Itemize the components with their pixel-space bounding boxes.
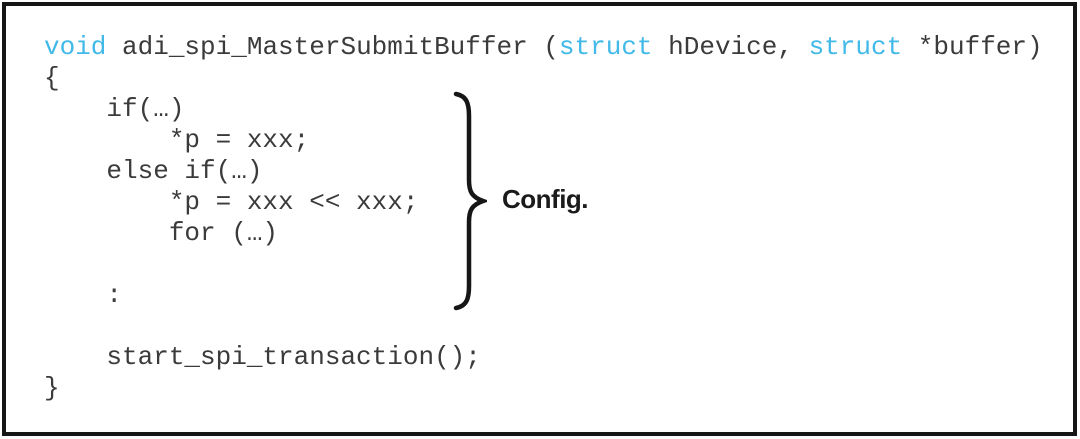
code-line: start_spi_transaction(); [44, 342, 1043, 373]
code-line: else if(…) [44, 156, 1043, 187]
code-line: if(…) [44, 94, 1043, 125]
code-line: for (…) [44, 218, 1043, 249]
code-line: *p = xxx << xxx; [44, 187, 1043, 218]
code-text: else if(…) [44, 156, 263, 186]
config-brace-icon [453, 91, 490, 311]
code-text: start_spi_transaction(); [44, 342, 481, 372]
code-line: : [44, 280, 1043, 311]
code-keyword: struct [808, 32, 903, 62]
config-annotation-label: Config. [502, 184, 589, 214]
code-line [44, 249, 1043, 280]
code-text: : [44, 280, 123, 310]
code-keyword: struct [558, 32, 653, 62]
code-line [44, 311, 1043, 342]
code-text: for (…) [44, 218, 279, 248]
code-text: adi_spi_MasterSubmitBuffer ( [106, 32, 559, 62]
code-line: } [44, 373, 1043, 404]
code-keyword: void [44, 32, 107, 62]
code-text: hDevice, [652, 32, 809, 62]
code-line: void adi_spi_MasterSubmitBuffer (struct … [44, 32, 1043, 63]
code-text: { [44, 63, 60, 93]
code-line: *p = xxx; [44, 125, 1043, 156]
code-text: if(…) [44, 94, 185, 124]
code-text: *p = xxx; [44, 125, 310, 155]
code-text: *buffer) [902, 32, 1043, 62]
code-line: { [44, 63, 1043, 94]
code-text: } [44, 373, 60, 403]
code-text: *p = xxx << xxx; [44, 187, 419, 217]
code-block: void adi_spi_MasterSubmitBuffer (struct … [44, 32, 1043, 404]
